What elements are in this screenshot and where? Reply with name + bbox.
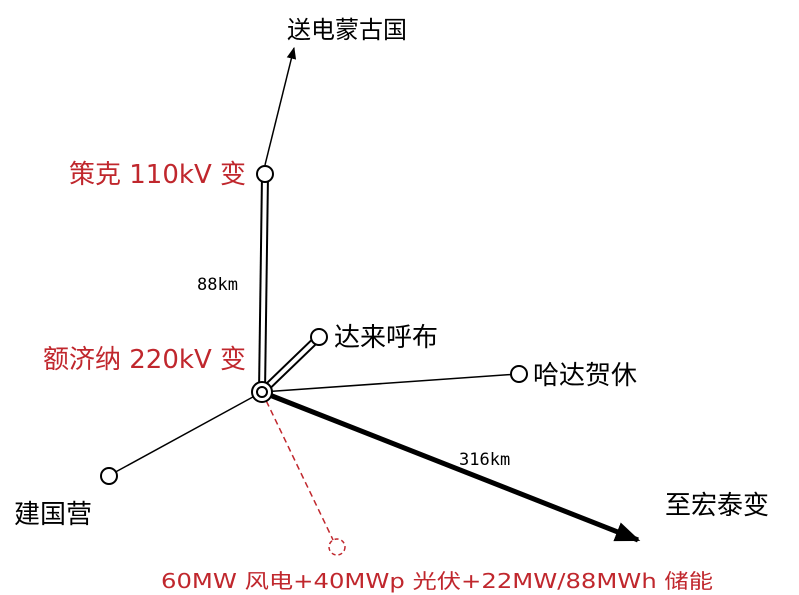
label-ejina-substation: 额济纳 220kV 变 — [43, 345, 246, 375]
line-to-mongolia — [264, 46, 297, 166]
label-cek-substation: 策克 110kV 变 — [69, 160, 246, 190]
line-to-zhihongtai — [261, 389, 641, 543]
label-new-energy: 60MW 风电+40MWp 光伏+22MW/88MWh 储能 — [161, 569, 713, 593]
line-ejina-dalaihubu-inner — [260, 336, 320, 394]
label-jianguoying: 建国营 — [14, 500, 92, 530]
label-zhihongtai: 至宏泰变 — [665, 491, 769, 521]
label-distance-zhihong: 316km — [459, 450, 510, 470]
node-hadahexiu — [510, 365, 528, 383]
node-dalaihubu — [310, 328, 328, 346]
planned-line-new-energy — [261, 391, 336, 545]
node-new-energy — [328, 538, 346, 556]
label-distance-cek: 88km — [197, 275, 238, 295]
line-ejina-hadahexiu — [261, 373, 519, 393]
node-ejina-inner — [256, 386, 268, 398]
node-jianguoying — [100, 467, 118, 485]
line-ejina-cek-inner — [260, 174, 267, 393]
label-dalaihubu: 达来呼布 — [334, 323, 438, 353]
line-ejina-jianguoying — [109, 391, 263, 476]
label-top-destination: 送电蒙古国 — [287, 16, 407, 44]
node-cek — [256, 165, 274, 183]
label-hadahexiu: 哈达贺休 — [533, 361, 637, 391]
